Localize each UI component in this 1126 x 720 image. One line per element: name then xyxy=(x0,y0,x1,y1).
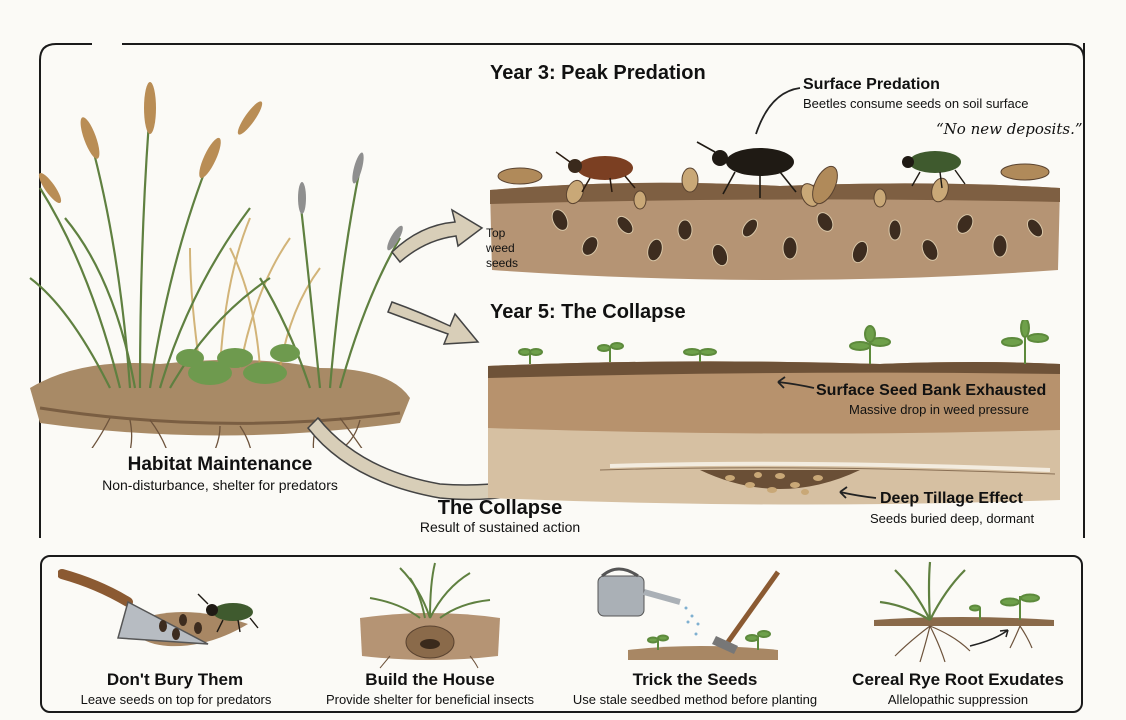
ground-beetle-icon xyxy=(696,141,797,198)
arrow-to-year3 xyxy=(390,208,484,264)
habitat-title: Habitat Maintenance xyxy=(127,454,313,475)
tip-dont-bury-subtitle: Leave seeds on top for predators xyxy=(80,692,272,707)
seedbank-title: Surface Seed Bank Exhausted xyxy=(816,382,1047,399)
tip-cereal-rye-subtitle: Allelopathic suppression xyxy=(887,692,1029,707)
beetle-icon xyxy=(555,151,636,193)
surface-predation-pointer xyxy=(755,87,801,135)
tip-trick-seeds-subtitle: Use stale seedbed method before planting xyxy=(572,692,818,707)
year5-soil-section xyxy=(488,320,1060,505)
tillage-title: Deep Tillage Effect xyxy=(880,490,1023,507)
quote-no-new-deposits: “No new deposits.” xyxy=(936,120,1083,138)
habitat-grass-illustration xyxy=(29,82,410,448)
habitat-subtitle: Non-disturbance, shelter for predators xyxy=(102,477,338,493)
cricket-icon xyxy=(497,163,1050,205)
tip-build-house-title: Build the House xyxy=(365,670,495,689)
top-panel-frame xyxy=(39,43,1085,538)
rye-roots-icon xyxy=(874,561,1054,663)
tillage-pointer xyxy=(839,486,877,499)
year3-soil-strip xyxy=(490,141,1060,280)
tillage-subtitle: Seeds buried deep, dormant xyxy=(870,511,1035,526)
trowel-beetle-icon xyxy=(58,569,259,647)
tip-cereal-rye-title: Cereal Rye Root Exudates xyxy=(852,670,1064,689)
surface-predation-subtitle: Beetles consume seeds on soil surface xyxy=(803,96,1029,111)
watering-can-hoe-icon xyxy=(597,567,781,660)
tip-dont-bury-title: Don't Bury Them xyxy=(106,670,244,689)
arrow-to-year5 xyxy=(387,301,480,345)
year3-title: Year 3: Peak Predation xyxy=(490,62,706,84)
seedbank-pointer xyxy=(777,376,815,389)
year5-title: Year 5: The Collapse xyxy=(490,301,686,323)
green-beetle-icon xyxy=(902,151,966,189)
grass-burrow-icon xyxy=(360,562,500,669)
tip-trick-seeds-title: Trick the Seeds xyxy=(632,670,758,689)
tip-build-house-subtitle: Provide shelter for beneficial insects xyxy=(325,692,535,707)
surface-predation-title: Surface Predation xyxy=(803,76,940,93)
top-weed-seeds-label: Top weed seeds xyxy=(486,226,519,270)
collapse-title: The Collapse xyxy=(437,497,563,519)
seedbank-subtitle: Massive drop in weed pressure xyxy=(849,402,1029,417)
collapse-subtitle: Result of sustained action xyxy=(419,519,581,535)
tips-panel xyxy=(40,555,1083,713)
